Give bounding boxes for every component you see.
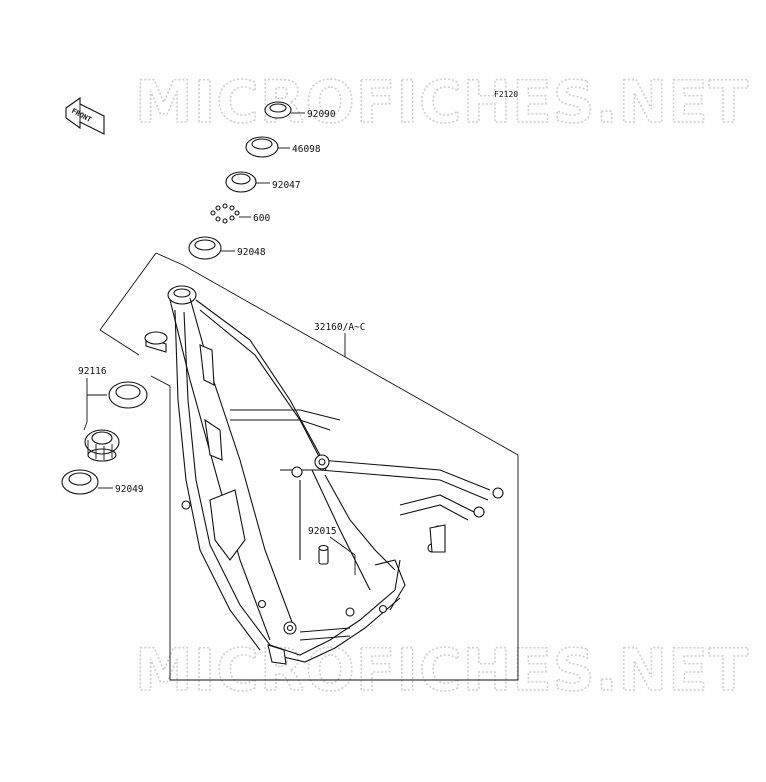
- watermark-bottom: MICROFICHES.NET: [135, 636, 749, 704]
- front-arrow-icon: FRONT: [65, 96, 105, 135]
- part-label-92090: 92090: [307, 109, 336, 120]
- part-label-92116: 92116: [78, 366, 107, 377]
- bearing-assembly-icon: [83, 378, 148, 462]
- ring-part-icon: [264, 101, 305, 119]
- part-label-600: 600: [253, 213, 270, 224]
- seal-part-icon: [245, 136, 290, 158]
- frame-outline: [150, 252, 519, 681]
- part-label-92049: 92049: [115, 484, 144, 495]
- watermark-top: MICROFICHES.NET: [135, 68, 749, 136]
- race-part-icon: [225, 171, 270, 193]
- collar-part-icon: [318, 536, 356, 575]
- part-label-92048: 92048: [237, 247, 266, 258]
- diagram-code: F2120: [494, 90, 518, 99]
- steel-balls-icon: [210, 203, 251, 224]
- frame-icon: [167, 285, 504, 665]
- part-label-92047: 92047: [272, 180, 301, 191]
- part-label-32160: 32160/A~C: [314, 322, 365, 333]
- part-label-92015: 92015: [308, 526, 337, 537]
- part-label-46098: 46098: [292, 144, 321, 155]
- cup-part-icon: [144, 331, 168, 353]
- seal-part-icon: [61, 469, 113, 495]
- race-part-icon: [188, 236, 235, 260]
